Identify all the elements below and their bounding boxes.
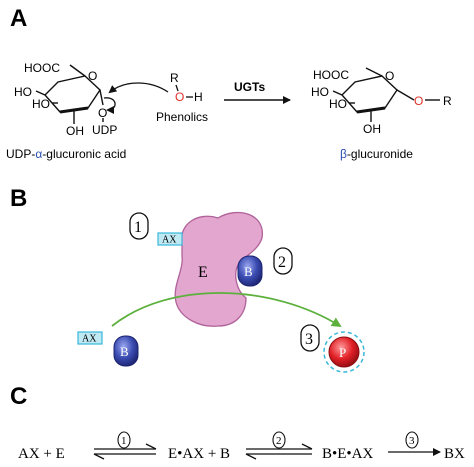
scheme-step-1-label: 1	[121, 435, 127, 447]
step-2-marker	[273, 247, 293, 275]
scheme-step-3-label: 3	[409, 435, 415, 447]
product-r-label: R	[443, 94, 452, 108]
electron-arrow-attack	[108, 82, 169, 94]
ax-tag-free	[77, 331, 103, 345]
product-name: β-glucuronide	[340, 147, 413, 161]
ugts-label: UGTs	[234, 80, 265, 94]
panel-b-letter: B	[10, 185, 27, 212]
reactant-glyco-bond	[99, 89, 104, 106]
ax-tag-free-label: AX	[82, 334, 97, 345]
step-1-label: 1	[134, 219, 142, 236]
equilibrium-2-reverse-head	[245, 453, 257, 460]
product-ho-left-bond	[332, 90, 343, 96]
equilibrium-2-forward-head	[301, 443, 313, 450]
scheme-term-2: E•AX + B	[168, 446, 230, 462]
reactant-oh-bottom-label: OH	[66, 124, 84, 138]
product-cooh-bond	[365, 67, 383, 77]
phenolic-h-label: H	[194, 90, 203, 104]
b-bound-label: B	[244, 264, 253, 279]
ax-tag-bound-label: AX	[162, 235, 177, 246]
product-p-label: P	[339, 345, 346, 360]
product-ho-right-label: HO	[329, 97, 347, 111]
reactant-glyco-o-label: O	[98, 106, 107, 120]
product-p-halo	[323, 331, 365, 373]
product-glyco-bond	[396, 89, 415, 101]
panel-a-letter: A	[10, 5, 27, 32]
b-free	[113, 335, 139, 367]
enzyme-blob	[174, 211, 263, 327]
scheme-term-4: BX	[444, 446, 465, 462]
product-ho-left-label: HO	[311, 85, 329, 99]
step-3-marker	[300, 324, 320, 352]
b-bound	[237, 255, 263, 287]
equilibrium-1-reverse-head	[93, 453, 105, 460]
phenolic-r-o-bond	[175, 84, 179, 92]
glucuronide-structure	[332, 67, 440, 122]
transfer-arrow	[111, 292, 342, 328]
scheme-step-1-marker	[117, 431, 131, 449]
reactant-ho-left-bond	[35, 90, 46, 96]
phenolic-r-label: R	[170, 71, 179, 85]
reactant-ho-right-label: HO	[32, 97, 50, 111]
product-oh-bottom-label: OH	[363, 122, 381, 136]
reactant-cooh-label: HOOC	[24, 61, 60, 75]
reactant-cooh-bond	[69, 64, 86, 77]
phenolic-o-label: O	[175, 90, 184, 104]
panel-c-letter: C	[10, 383, 27, 410]
reactant-ring-o-label: O	[88, 69, 97, 83]
reactant-name-prefix: UDP-	[6, 147, 35, 161]
product-o-link-label: O	[414, 94, 423, 108]
reactant-udp-label: UDP	[92, 123, 117, 137]
product-name-beta: β	[340, 147, 347, 161]
scheme-term-3: B•E•AX	[322, 446, 374, 462]
panel-c: C AX + E 1 E•AX + B 2 B•E•AX 3 BX	[10, 383, 465, 462]
enzyme-label: E	[198, 264, 208, 281]
ax-tag-bound	[157, 232, 183, 246]
electron-arrow-leaving	[103, 97, 116, 114]
phenolic-structure: R O H Phenolics	[156, 71, 208, 124]
reactant-ho-left-label: HO	[14, 85, 32, 99]
reactant-name: UDP-α-glucuronic acid	[6, 147, 126, 161]
equilibrium-1-forward-head	[145, 443, 157, 450]
scheme-term-1: AX + E	[18, 446, 65, 462]
product-cooh-label: HOOC	[313, 68, 349, 82]
reactant-name-suffix: -glucuronic acid	[42, 147, 126, 161]
step-1-marker	[129, 212, 149, 240]
product-name-suffix: -glucuronide	[347, 147, 413, 161]
product-ring-o-label: O	[385, 69, 394, 83]
scheme-step-3-marker	[405, 431, 419, 449]
panel-a: A HOOC HO HO OH O O UDP UDP-α-g	[6, 5, 452, 161]
reactant-name-alpha: α	[35, 147, 42, 161]
panel-b: B E AX B 1 2 3 AX B P	[10, 185, 365, 373]
b-free-label: B	[120, 344, 129, 359]
step-2-label: 2	[278, 254, 286, 271]
product-p	[328, 336, 360, 368]
step-3-label: 3	[305, 331, 313, 348]
udp-glucuronic-acid-structure	[35, 64, 104, 124]
phenolic-name: Phenolics	[156, 110, 208, 124]
scheme-step-2-label: 2	[276, 435, 282, 447]
scheme-step-2-marker	[272, 431, 286, 449]
